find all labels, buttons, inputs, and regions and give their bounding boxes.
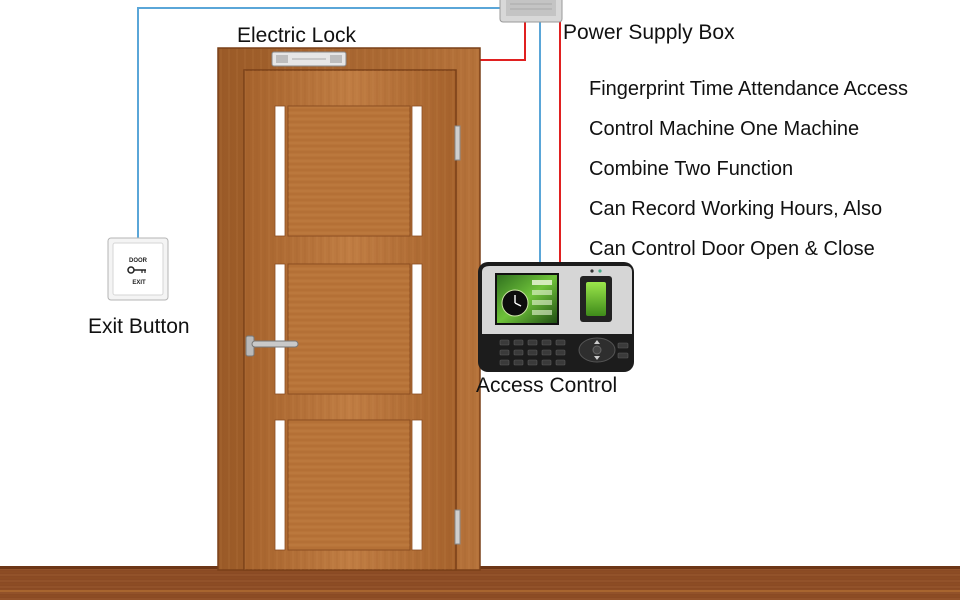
glass-strip xyxy=(411,419,423,551)
glass-strip xyxy=(411,263,423,395)
power-supply-box xyxy=(499,0,563,23)
navigation-pad-icon xyxy=(578,337,616,363)
access-control-device xyxy=(478,262,634,372)
keypad xyxy=(499,339,566,366)
door xyxy=(243,69,461,571)
glass-strip xyxy=(274,263,286,395)
fingerprint-sensor-icon xyxy=(586,282,606,316)
power-supply-box-label: Power Supply Box xyxy=(563,21,735,44)
wire-exit-button xyxy=(137,7,505,240)
description-line: Fingerprint Time Attendance Access xyxy=(589,78,909,100)
description-line: Combine Two Function xyxy=(589,158,794,180)
door-handle-icon xyxy=(245,335,299,357)
exit-button-label: Exit Button xyxy=(88,315,190,338)
exit-button-door-text: DOOR xyxy=(129,258,148,264)
description-line: Can Record Working Hours, Also xyxy=(589,198,883,220)
exit-button-exit-text: EXIT xyxy=(132,280,146,286)
door-hinge xyxy=(454,125,461,161)
key-icon xyxy=(127,266,146,274)
signal-wires xyxy=(137,7,541,262)
glass-strip xyxy=(411,105,423,237)
access-control-label: Access Control xyxy=(476,374,618,397)
floor-baseboard xyxy=(0,566,960,600)
description-line: Can Control Door Open & Close xyxy=(589,238,875,260)
door-hinge xyxy=(454,509,461,545)
electric-lock-label: Electric Lock xyxy=(237,24,357,47)
exit-button: DOOR EXIT xyxy=(107,237,169,301)
description-line: Control Machine One Machine xyxy=(589,118,860,140)
electric-lock xyxy=(271,51,347,67)
glass-strip xyxy=(274,105,286,237)
glass-strip xyxy=(274,419,286,551)
